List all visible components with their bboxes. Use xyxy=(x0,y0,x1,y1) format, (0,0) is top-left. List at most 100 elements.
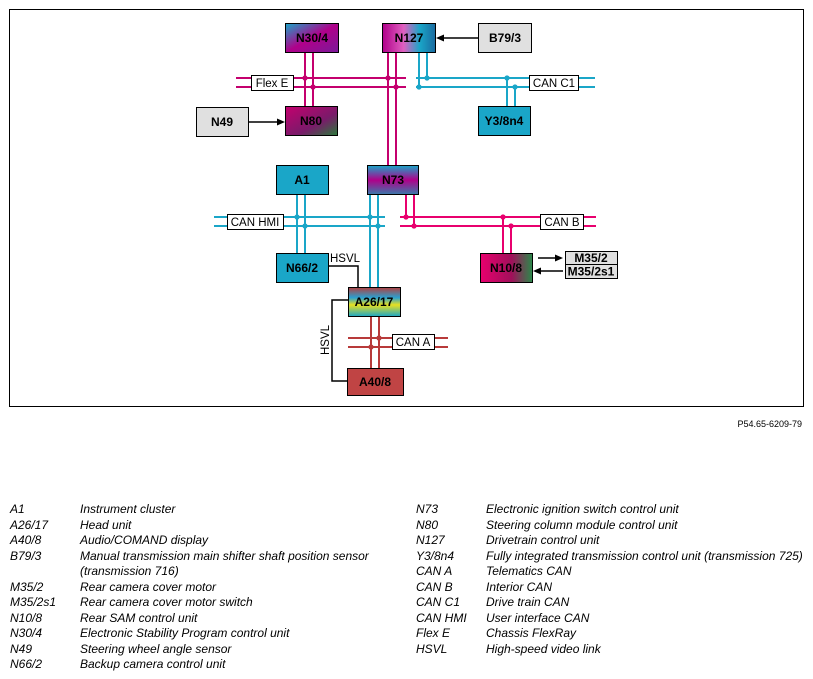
node-m35-2: M35/2 xyxy=(565,251,618,265)
node-n80-label: N80 xyxy=(300,114,322,128)
legend-key: CAN HMI xyxy=(416,610,467,625)
legend-value: Steering wheel angle sensor xyxy=(80,641,232,656)
legend-key: A1 xyxy=(10,502,25,516)
node-n10-8-label: N10/8 xyxy=(490,261,522,275)
hsvl-label-vertical: HSVL xyxy=(320,324,332,355)
svg-text:CAN B: CAN B xyxy=(544,217,579,229)
legend-value: Fully integrated transmission control un… xyxy=(486,548,803,563)
legend-row: Flex E Chassis FlexRay xyxy=(416,626,806,642)
node-n127-label: N127 xyxy=(395,31,424,45)
node-n30-4: N30/4 xyxy=(285,23,339,53)
legend-value: Electronic Stability Program control uni… xyxy=(80,626,290,640)
legend-value: User interface CAN xyxy=(486,610,590,625)
legend-value: Rear SAM control unit xyxy=(80,610,198,625)
node-n66-2-label: N66/2 xyxy=(286,261,318,275)
diagram-code: P54.65-6209-79 xyxy=(737,419,802,429)
legend-value: Head unit xyxy=(80,517,132,532)
legend-value: Drivetrain control unit xyxy=(486,533,600,547)
node-a1: A1 xyxy=(276,165,329,195)
node-a40-8: A40/8 xyxy=(347,368,404,396)
legend-row: N73 Electronic ignition switch control un… xyxy=(416,502,806,518)
legend-right: N73 Electronic ignition switch control un… xyxy=(416,502,806,657)
node-a26-17-label: A26/17 xyxy=(355,295,394,309)
legend-key: CAN B xyxy=(416,579,453,594)
node-a26-17: A26/17 xyxy=(348,287,401,317)
node-m35-2s1: M35/2s1 xyxy=(565,264,618,279)
svg-text:Flex E: Flex E xyxy=(256,78,289,90)
legend-row: N30/4 Electronic Stability Program contro… xyxy=(10,626,410,642)
node-n127: N127 xyxy=(382,23,436,53)
legend-value: Electronic ignition switch control unit xyxy=(486,502,679,516)
legend-key: M35/2s1 xyxy=(10,595,57,609)
legend-value: Rear camera cover motor xyxy=(80,579,217,594)
legend-key: N73 xyxy=(416,502,439,516)
node-b79-3-label: B79/3 xyxy=(489,31,521,45)
legend-row: N66/2 Backup camera control unit xyxy=(10,657,410,673)
legend-row: A40/8 Audio/COMAND display xyxy=(10,533,410,549)
legend-key: N10/8 xyxy=(10,610,43,625)
bus-label-can-a: CAN A xyxy=(392,334,435,350)
legend-key: N127 xyxy=(416,533,445,547)
bus-label-flex-e: Flex E xyxy=(251,75,294,91)
legend-row: N80 Steering column module control unit xyxy=(416,518,806,534)
legend-key: A26/17 xyxy=(10,517,49,532)
legend-value: Interior CAN xyxy=(486,579,553,594)
node-y3-8n4-label: Y3/8n4 xyxy=(485,114,524,128)
legend-value: High-speed video link xyxy=(486,641,601,656)
legend-row: M35/2s1 Rear camera cover motor switch xyxy=(10,595,410,611)
legend-row: B79/3 Manual transmission main shifter sh… xyxy=(10,549,410,580)
legend-row: CAN HMI User interface CAN xyxy=(416,611,806,627)
legend-key: A40/8 xyxy=(10,533,42,547)
bus-label-can-b: CAN B xyxy=(540,214,584,230)
signal-arrows xyxy=(248,34,563,275)
legend-row: M35/2 Rear camera cover motor xyxy=(10,580,410,596)
svg-text:CAN C1: CAN C1 xyxy=(533,78,575,90)
node-a1-label: A1 xyxy=(294,173,310,187)
hsvl-links xyxy=(318,265,359,382)
node-n73: N73 xyxy=(367,165,419,195)
legend-value: Instrument cluster xyxy=(80,502,176,516)
network-diagram: N30/4 N127 B79/3 N49 N80 Y3/8n4 A1 N73 N… xyxy=(9,9,804,429)
legend-row: A1 Instrument cluster xyxy=(10,502,410,518)
legend-row: N127 Drivetrain control unit xyxy=(416,533,806,549)
legend-row: HSVL High-speed video link xyxy=(416,642,806,658)
legend-row: N10/8 Rear SAM control unit xyxy=(10,611,410,627)
legend-value: Rear camera cover motor switch xyxy=(80,595,253,609)
legend-value: Drive train CAN xyxy=(486,595,570,609)
bus-label-can-hmi: CAN HMI xyxy=(227,214,284,230)
node-n49: N49 xyxy=(196,107,249,137)
node-m35-2s1-label: M35/2s1 xyxy=(568,265,615,279)
legend-key: N30/4 xyxy=(10,626,43,640)
legend-row: CAN B Interior CAN xyxy=(416,580,806,596)
node-n49-label: N49 xyxy=(211,115,233,129)
legend-value: Backup camera control unit xyxy=(80,657,226,671)
legend-key: N80 xyxy=(416,517,439,532)
node-a40-8-label: A40/8 xyxy=(359,375,391,389)
node-n73-label: N73 xyxy=(382,173,404,187)
node-n30-4-label: N30/4 xyxy=(296,31,328,45)
svg-text:CAN A: CAN A xyxy=(396,337,431,349)
node-n10-8: N10/8 xyxy=(480,253,533,283)
node-n80: N80 xyxy=(285,106,338,136)
legend-key: N66/2 xyxy=(10,657,43,671)
legend-key: HSVL xyxy=(416,641,448,656)
bus-label-can-c1: CAN C1 xyxy=(529,75,579,91)
legend-value: Audio/COMAND display xyxy=(80,533,209,547)
legend-row: N49 Steering wheel angle sensor xyxy=(10,642,410,658)
legend-key: N49 xyxy=(10,641,33,656)
legend-key: M35/2 xyxy=(10,579,44,594)
legend-value: Manual transmission main shifter shaft p… xyxy=(80,548,369,579)
legend-key: B79/3 xyxy=(10,548,42,563)
legend-key: Flex E xyxy=(416,626,451,640)
legend-value: Chassis FlexRay xyxy=(486,626,577,640)
node-n66-2: N66/2 xyxy=(276,253,329,283)
node-y3-8n4: Y3/8n4 xyxy=(478,106,531,136)
legend-value: Telematics CAN xyxy=(486,564,572,578)
legend-value: Steering column module control unit xyxy=(486,517,678,532)
node-m35-2-label: M35/2 xyxy=(574,251,608,265)
node-b79-3: B79/3 xyxy=(478,23,532,53)
